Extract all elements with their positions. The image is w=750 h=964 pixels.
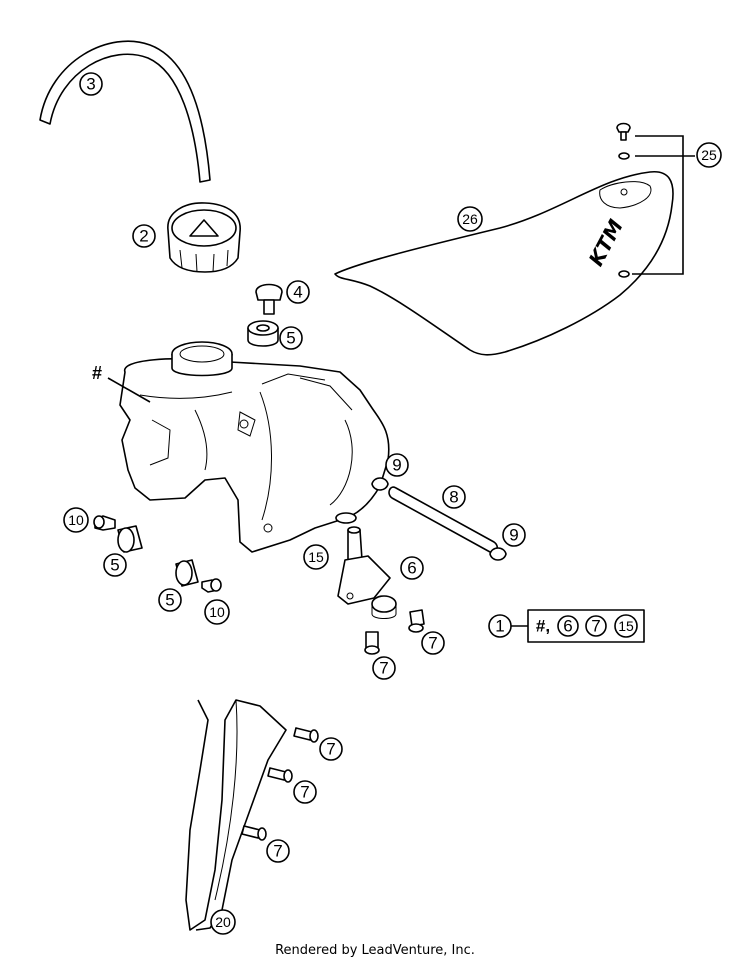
svg-text:7: 7 bbox=[273, 842, 282, 861]
svg-text:10: 10 bbox=[209, 604, 225, 620]
seat: KTM bbox=[334, 171, 674, 356]
callout-9-lower: 9 bbox=[502, 523, 526, 547]
callout-2: 2 bbox=[132, 224, 156, 248]
callout-26: 26 bbox=[457, 206, 483, 232]
svg-text:6: 6 bbox=[563, 617, 572, 636]
svg-text:5: 5 bbox=[286, 329, 295, 348]
fuel-tank bbox=[119, 341, 390, 553]
svg-text:20: 20 bbox=[215, 914, 231, 930]
fuel-tap bbox=[337, 526, 397, 619]
hose-clamp-lower bbox=[489, 547, 507, 561]
callout-7-tap-right: 7 bbox=[421, 631, 445, 655]
svg-text:2: 2 bbox=[139, 227, 148, 246]
callout-7-panel-2: 7 bbox=[293, 780, 317, 804]
kit-reference: 1 #, 6 7 15 bbox=[488, 609, 645, 643]
kit-item-6: 6 bbox=[557, 615, 579, 637]
svg-text:7: 7 bbox=[428, 634, 437, 653]
callout-10-left: 10 bbox=[63, 507, 89, 533]
svg-text:26: 26 bbox=[462, 211, 478, 227]
screw-7-panel-2 bbox=[267, 767, 293, 783]
callout-5-top: 5 bbox=[279, 326, 303, 350]
kit-item-7: 7 bbox=[585, 615, 607, 637]
svg-text:25: 25 bbox=[701, 147, 717, 163]
screw-7-tap-left bbox=[364, 631, 380, 655]
svg-text:15: 15 bbox=[618, 618, 634, 634]
svg-text:6: 6 bbox=[407, 559, 416, 578]
bolt-10-left bbox=[93, 515, 116, 531]
screw-7-tap-right bbox=[408, 609, 425, 633]
callout-7-panel-3: 7 bbox=[266, 839, 290, 863]
bushing-5-left bbox=[117, 525, 143, 553]
svg-text:10: 10 bbox=[68, 512, 84, 528]
callout-7-panel-1: 7 bbox=[319, 737, 343, 761]
hose-clamp-upper bbox=[371, 477, 389, 491]
svg-text:7: 7 bbox=[591, 617, 600, 636]
callout-6: 6 bbox=[400, 556, 424, 580]
svg-text:5: 5 bbox=[165, 591, 174, 610]
svg-text:9: 9 bbox=[392, 456, 401, 475]
callout-20: 20 bbox=[210, 909, 236, 935]
seat-fasteners bbox=[616, 122, 695, 278]
svg-text:7: 7 bbox=[300, 783, 309, 802]
callout-3: 3 bbox=[79, 72, 103, 96]
o-ring bbox=[335, 512, 357, 524]
callout-10-right: 10 bbox=[204, 599, 230, 625]
svg-text:15: 15 bbox=[308, 549, 324, 565]
callout-5-mid: 5 bbox=[158, 588, 182, 612]
kit-prefix: #, bbox=[536, 617, 550, 636]
svg-text:3: 3 bbox=[86, 75, 95, 94]
bushing-5-mid bbox=[175, 559, 199, 587]
hash-marker: # bbox=[92, 363, 102, 383]
callout-9-upper: 9 bbox=[385, 453, 409, 477]
callout-4: 4 bbox=[286, 280, 310, 304]
fuel-cap bbox=[167, 202, 241, 273]
callout-15: 15 bbox=[303, 544, 329, 570]
fuel-hose bbox=[39, 40, 211, 183]
bushing-5-top bbox=[247, 320, 279, 347]
callout-5-left: 5 bbox=[103, 553, 127, 577]
footer-credit: Rendered by LeadVenture, Inc. bbox=[275, 943, 475, 958]
bolt-10-right bbox=[201, 578, 222, 593]
callout-7-tap-left: 7 bbox=[372, 656, 396, 680]
kit-number: 1 bbox=[495, 617, 504, 636]
kit-item-15: 15 bbox=[614, 614, 638, 638]
screw-7-panel-1 bbox=[293, 727, 319, 743]
callout-25: 25 bbox=[696, 142, 722, 168]
svg-text:5: 5 bbox=[110, 556, 119, 575]
callout-8: 8 bbox=[442, 485, 466, 509]
svg-text:7: 7 bbox=[379, 659, 388, 678]
svg-text:8: 8 bbox=[449, 488, 458, 507]
svg-text:9: 9 bbox=[509, 526, 518, 545]
screw-7-panel-3 bbox=[241, 825, 267, 841]
hash-pointer bbox=[107, 377, 151, 403]
svg-text:4: 4 bbox=[293, 283, 302, 302]
side-panel bbox=[185, 699, 287, 931]
svg-text:7: 7 bbox=[326, 740, 335, 759]
bolt-4 bbox=[255, 283, 283, 315]
